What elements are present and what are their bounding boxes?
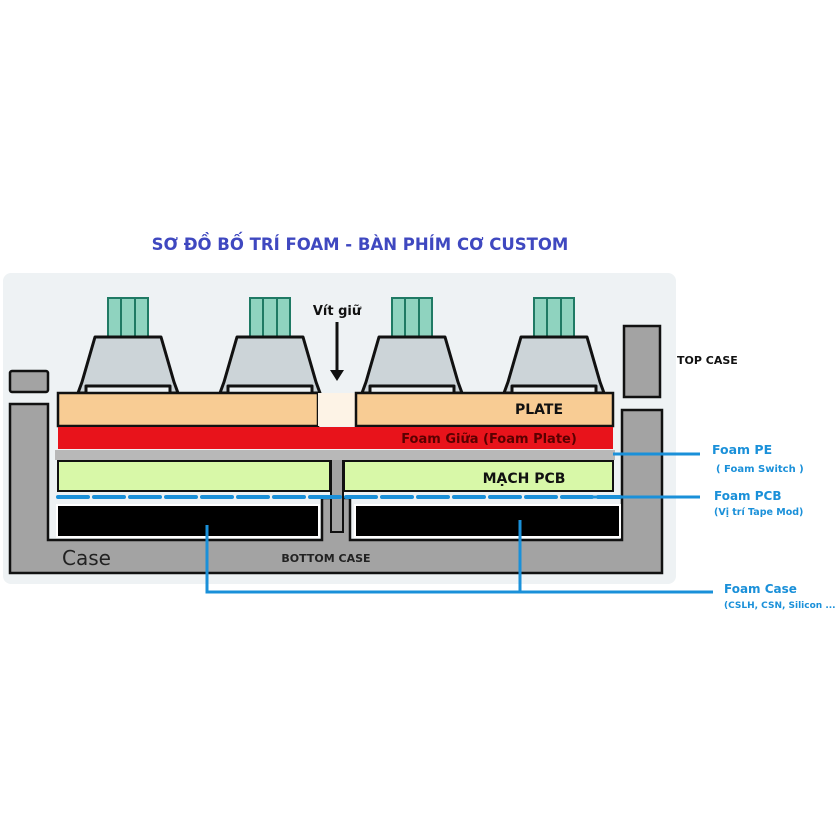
case-foam-right — [354, 504, 621, 538]
plate-right — [354, 391, 615, 428]
top-case-right — [622, 324, 662, 399]
foam-pcb-title: Foam PCB — [714, 489, 781, 503]
bottom-case — [8, 402, 664, 575]
keycap-switch — [502, 297, 606, 395]
foam-case-note: (CSLH, CSN, Silicon ... — [724, 601, 836, 611]
foam-case-leader — [205, 520, 713, 594]
top-case-left — [8, 369, 50, 394]
keycap-switch — [76, 297, 180, 395]
bottom-case-label: BOTTOM CASE — [281, 552, 370, 565]
screw-hole — [318, 393, 356, 426]
plate-left — [56, 391, 320, 428]
screw-label: Vít giữ — [313, 304, 362, 319]
pe-foam — [55, 450, 615, 460]
pcb-label: MẠCH PCB — [483, 471, 566, 487]
pcb-left — [57, 460, 331, 492]
case-foam-left — [56, 504, 320, 538]
foam-pe-title: Foam PE — [712, 442, 772, 457]
plate-foam — [58, 427, 613, 449]
pcb-right — [343, 460, 614, 492]
keycap-switch — [360, 297, 464, 395]
plate-foam-label: Foam Giữa (Foam Plate) — [401, 432, 577, 447]
diagram-title: SƠ ĐỒ BỐ TRÍ FOAM - BÀN PHÍM CƠ CUSTOM — [152, 232, 569, 254]
top-case-label: TOP CASE — [677, 354, 738, 367]
foam-pcb-note: (Vị trí Tape Mod) — [714, 507, 803, 518]
foam-case-title: Foam Case — [724, 582, 797, 596]
case-label: Case — [62, 546, 111, 570]
foam-pe-note: ( Foam Switch ) — [716, 464, 804, 475]
arrow-head-icon — [330, 370, 344, 381]
keycap-switch — [218, 297, 322, 395]
plate-label: PLATE — [515, 402, 563, 418]
